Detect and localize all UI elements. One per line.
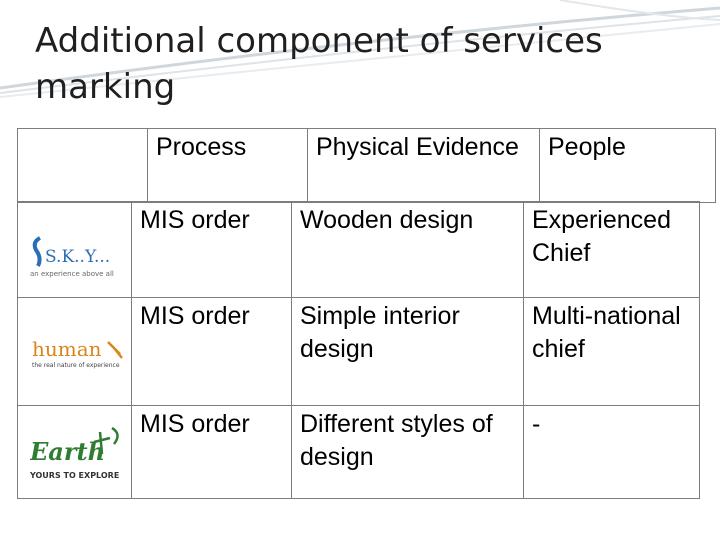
svg-text:S.K..Y...: S.K..Y...: [45, 247, 110, 267]
people-cell: Experienced Chief: [523, 201, 700, 298]
svg-text:an experience above all: an experience above all: [30, 270, 114, 278]
people-cell: -: [523, 405, 700, 499]
table-row: S.K..Y... an experience above all MIS or…: [17, 201, 700, 298]
human-logo: human the real nature of experience: [32, 337, 123, 369]
physical-evidence-cell: Different styles of design: [291, 405, 524, 499]
logo-cell: human the real nature of experience: [17, 297, 132, 406]
services-table-body: S.K..Y... an experience above all MIS or…: [17, 201, 700, 499]
logo-cell: Earth YOURS TO EXPLORE: [17, 405, 132, 499]
table-header-row: Process Physical Evidence People: [17, 128, 716, 203]
table-row: Earth YOURS TO EXPLORE MIS order Differe…: [17, 405, 700, 499]
services-table: Process Physical Evidence People: [17, 128, 716, 203]
process-cell: MIS order: [131, 405, 292, 499]
svg-text:human: human: [32, 337, 102, 361]
header-process: Process: [147, 128, 308, 203]
people-cell: Multi-national chief: [523, 297, 700, 406]
logo-cell: S.K..Y... an experience above all: [17, 201, 132, 298]
header-people: People: [539, 128, 716, 203]
page-title: Additional component of services marking: [35, 21, 603, 107]
physical-evidence-cell: Wooden design: [291, 201, 524, 298]
table-row: human the real nature of experience MIS …: [17, 297, 700, 406]
header-physical-evidence: Physical Evidence: [307, 128, 540, 203]
decorative-swoosh: [0, 0, 720, 98]
process-cell: MIS order: [131, 201, 292, 298]
physical-evidence-cell: Simple interior design: [291, 297, 524, 406]
svg-text:the real nature of experience: the real nature of experience: [32, 362, 120, 369]
svg-text:YOURS TO EXPLORE: YOURS TO EXPLORE: [30, 471, 119, 480]
process-cell: MIS order: [131, 297, 292, 406]
svg-text:Earth: Earth: [30, 437, 105, 466]
earth-logo: Earth YOURS TO EXPLORE: [30, 426, 119, 480]
sky-logo: S.K..Y... an experience above all: [30, 236, 114, 278]
header-empty-cell: [17, 128, 148, 203]
